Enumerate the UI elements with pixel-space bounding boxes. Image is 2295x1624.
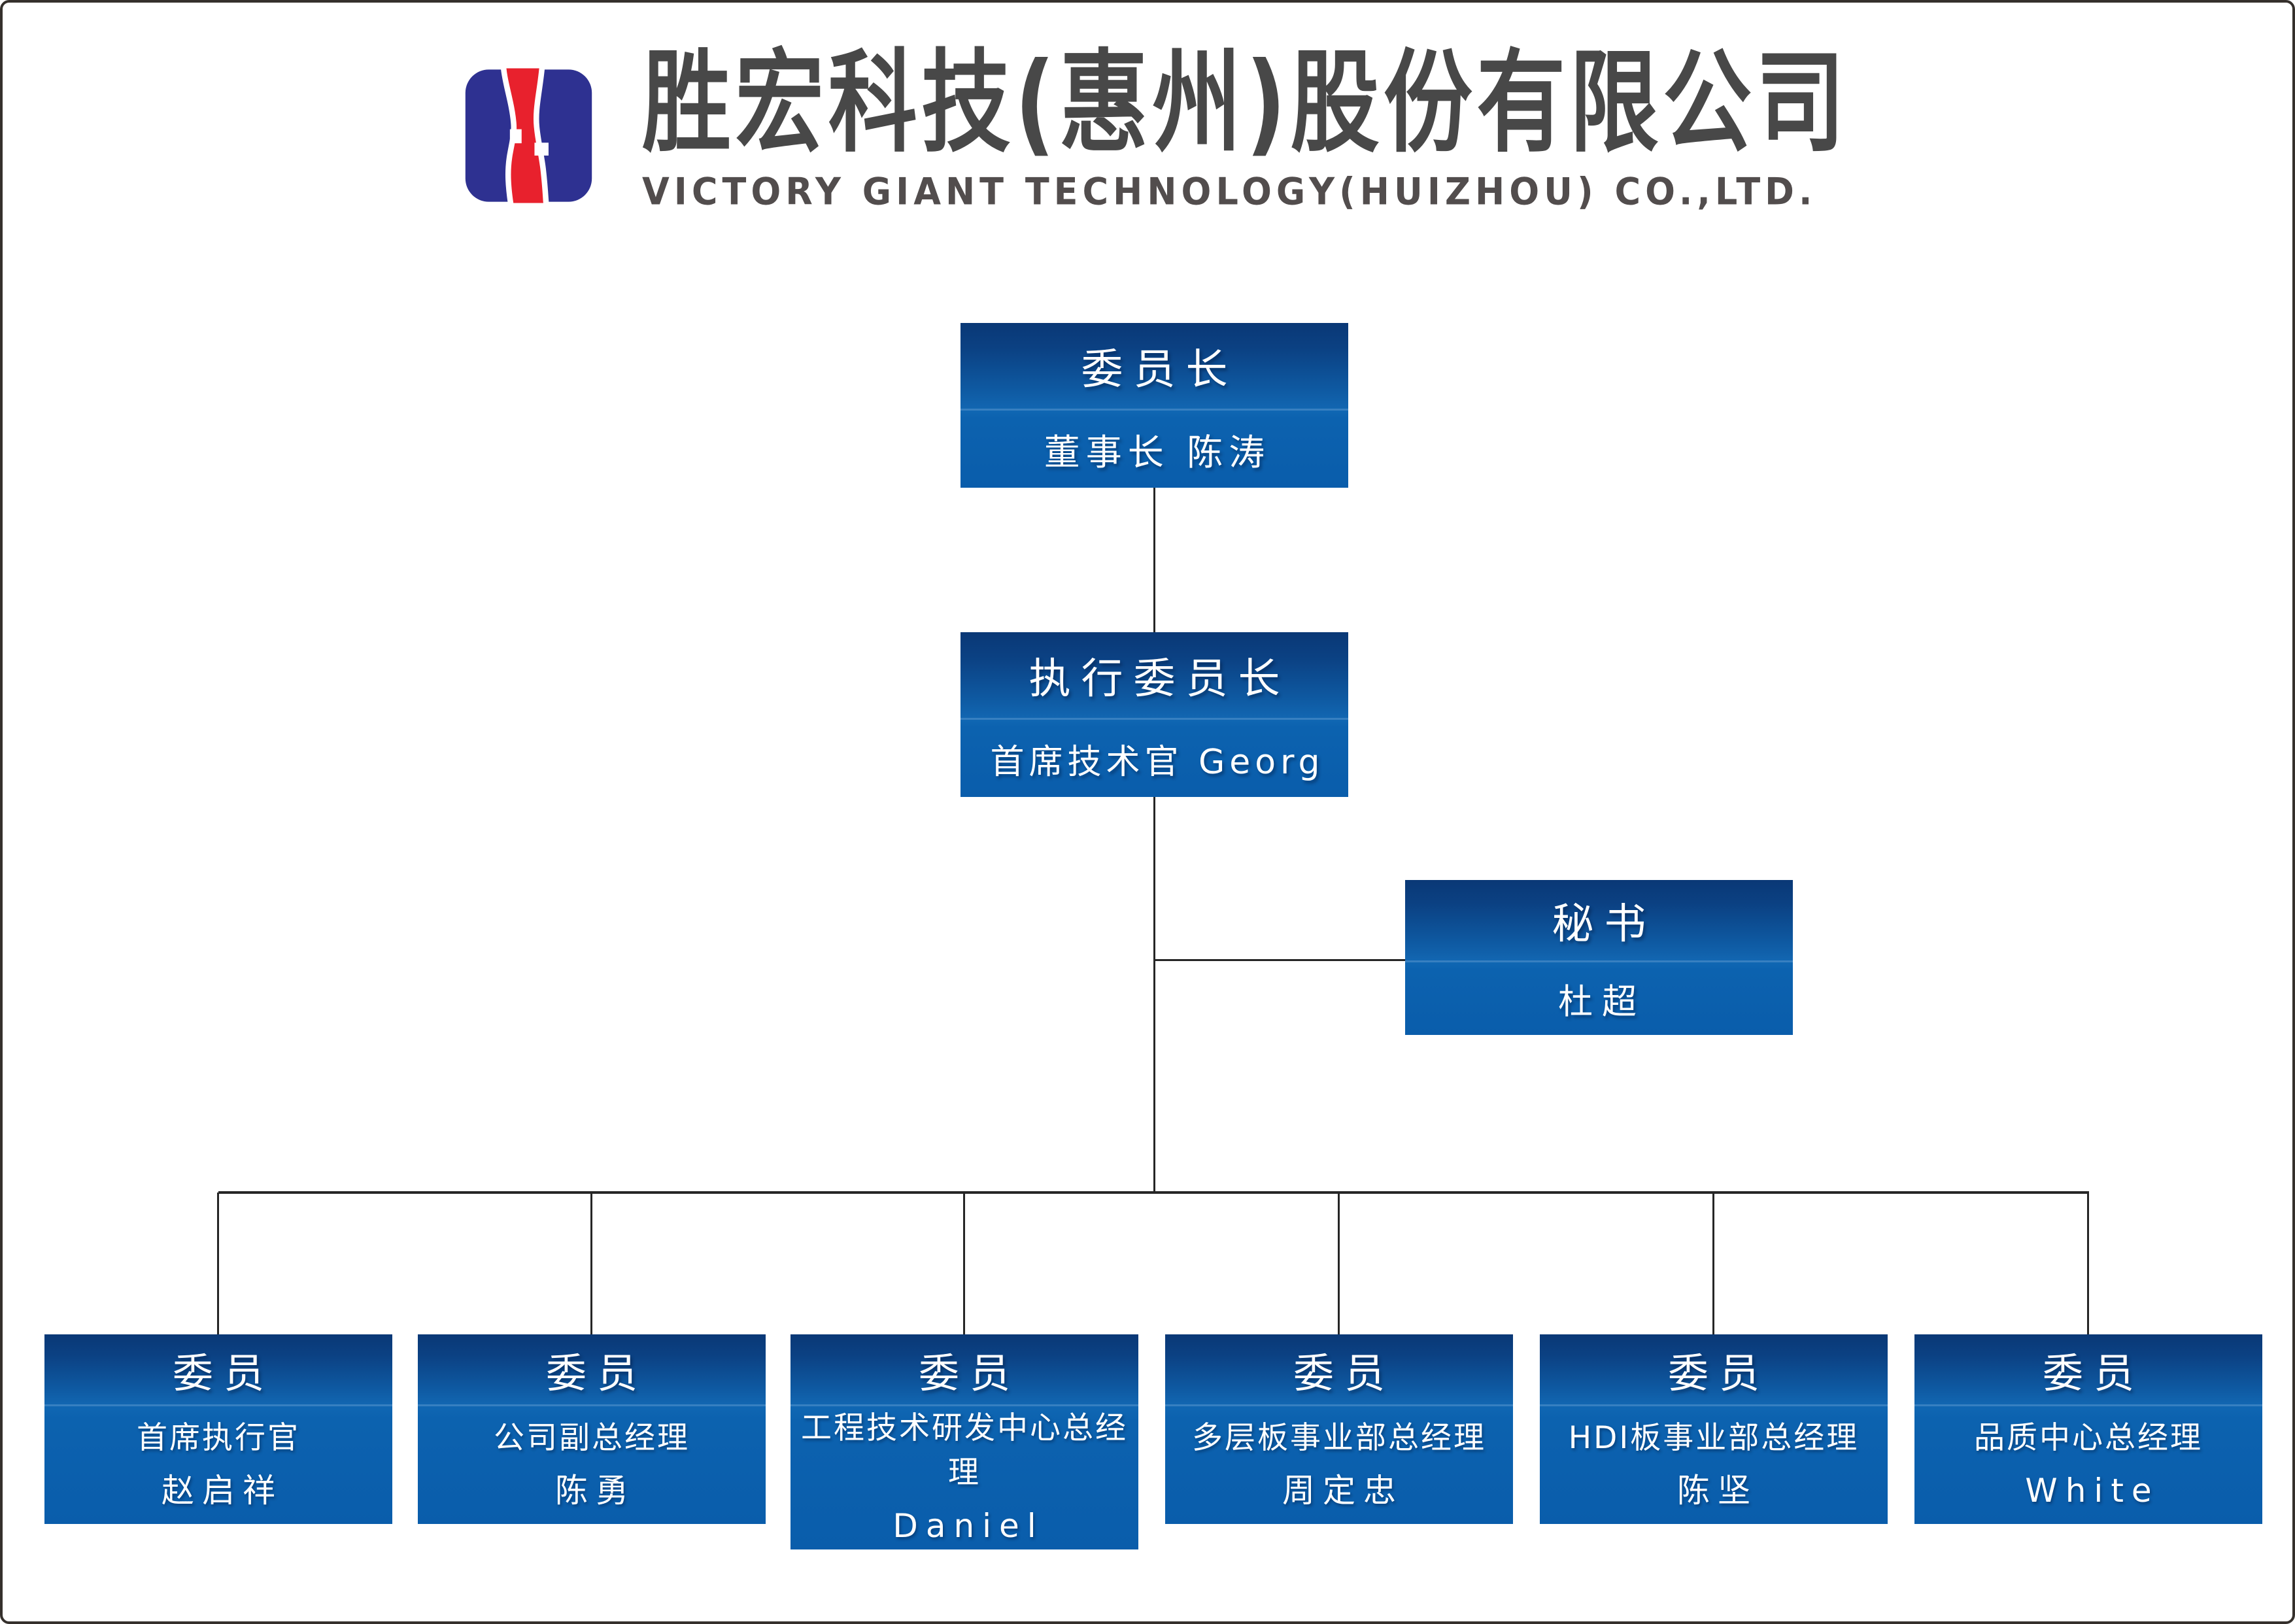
member-name: 赵启祥 <box>162 1471 283 1510</box>
connector-bus <box>218 1191 2089 1194</box>
connector-secretary <box>1155 959 1405 961</box>
connector-drop-1 <box>217 1193 219 1334</box>
node-title-section: 执行委员长 <box>960 632 1348 719</box>
member-role: 品质中心总经理 <box>1974 1419 2203 1456</box>
node-title-section: 委员 <box>1165 1334 1513 1405</box>
node-body-section: 董事长 陈涛 <box>960 409 1348 488</box>
node-body-section: 首席技术官 Georg <box>960 718 1348 797</box>
node-body-section: 杜超 <box>1405 960 1793 1035</box>
org-node-secretary: 秘书 杜超 <box>1405 880 1793 1035</box>
node-body-section: 公司副总经理 陈勇 <box>418 1404 766 1524</box>
company-name-cn: 胜宏科技(惠州)股份有限公司 <box>642 39 1849 168</box>
node-title: 委员 <box>1293 1349 1395 1397</box>
org-node-member-3: 委员 工程技术研发中心总经理 Daniel <box>790 1334 1138 1550</box>
org-node-member-6: 委员 品质中心总经理 White <box>1914 1334 2262 1524</box>
node-title: 委员 <box>918 1349 1021 1397</box>
node-title-section: 委员 <box>1914 1334 2262 1405</box>
node-body-section: 首席执行官 赵启祥 <box>44 1404 392 1524</box>
node-title: 执行委员长 <box>1028 654 1291 703</box>
node-title-section: 秘书 <box>1405 880 1793 961</box>
node-title: 委员 <box>2042 1349 2145 1397</box>
connector-chairman-executive <box>1153 488 1155 632</box>
connector-drop-5 <box>1712 1193 1714 1334</box>
node-title-section: 委员 <box>1540 1334 1888 1405</box>
org-node-member-2: 委员 公司副总经理 陈勇 <box>418 1334 766 1524</box>
connector-drop-4 <box>1338 1193 1340 1334</box>
member-role: 多层板事业部总经理 <box>1192 1419 1486 1456</box>
connector-drop-6 <box>2087 1193 2089 1334</box>
node-body-section: 多层板事业部总经理 周定忠 <box>1165 1404 1513 1524</box>
node-title: 秘书 <box>1552 900 1657 949</box>
member-name: White <box>2025 1471 2160 1510</box>
company-name-en: VICTORY GIANT TECHNOLOGY(HUIZHOU) CO.,LT… <box>642 170 1817 214</box>
company-logo-icon <box>464 63 593 209</box>
member-name: 陈坚 <box>1677 1471 1758 1510</box>
connector-executive-bus <box>1153 797 1155 1193</box>
org-node-chairman: 委员长 董事长 陈涛 <box>960 323 1348 488</box>
member-name: 陈勇 <box>555 1471 636 1510</box>
node-subtitle: 杜超 <box>1558 981 1646 1022</box>
node-title: 委员 <box>172 1349 275 1397</box>
node-title: 委员 <box>545 1349 648 1397</box>
node-title: 委员长 <box>1081 345 1238 394</box>
node-title-section: 委员 <box>790 1334 1138 1405</box>
connector-drop-2 <box>590 1193 592 1334</box>
node-title: 委员 <box>1667 1349 1770 1397</box>
member-role: 公司副总经理 <box>494 1419 690 1456</box>
node-subtitle: 首席技术官 Georg <box>990 742 1325 782</box>
connector-drop-3 <box>963 1193 965 1334</box>
member-name: Daniel <box>892 1506 1044 1545</box>
org-node-member-5: 委员 HDI板事业部总经理 陈坚 <box>1540 1334 1888 1524</box>
node-title-section: 委员长 <box>960 323 1348 409</box>
node-title-section: 委员 <box>418 1334 766 1405</box>
member-role: HDI板事业部总经理 <box>1568 1419 1860 1456</box>
org-node-executive: 执行委员长 首席技术官 Georg <box>960 632 1348 797</box>
node-body-section: HDI板事业部总经理 陈坚 <box>1540 1404 1888 1524</box>
node-body-section: 工程技术研发中心总经理 Daniel <box>790 1404 1138 1550</box>
member-name: 周定忠 <box>1282 1471 1404 1510</box>
org-node-member-1: 委员 首席执行官 赵启祥 <box>44 1334 392 1524</box>
org-node-member-4: 委员 多层板事业部总经理 周定忠 <box>1165 1334 1513 1524</box>
member-role: 首席执行官 <box>137 1419 300 1456</box>
node-title-section: 委员 <box>44 1334 392 1405</box>
node-body-section: 品质中心总经理 White <box>1914 1404 2262 1524</box>
member-role: 工程技术研发中心总经理 <box>801 1410 1128 1491</box>
node-subtitle: 董事长 陈涛 <box>1044 431 1271 474</box>
